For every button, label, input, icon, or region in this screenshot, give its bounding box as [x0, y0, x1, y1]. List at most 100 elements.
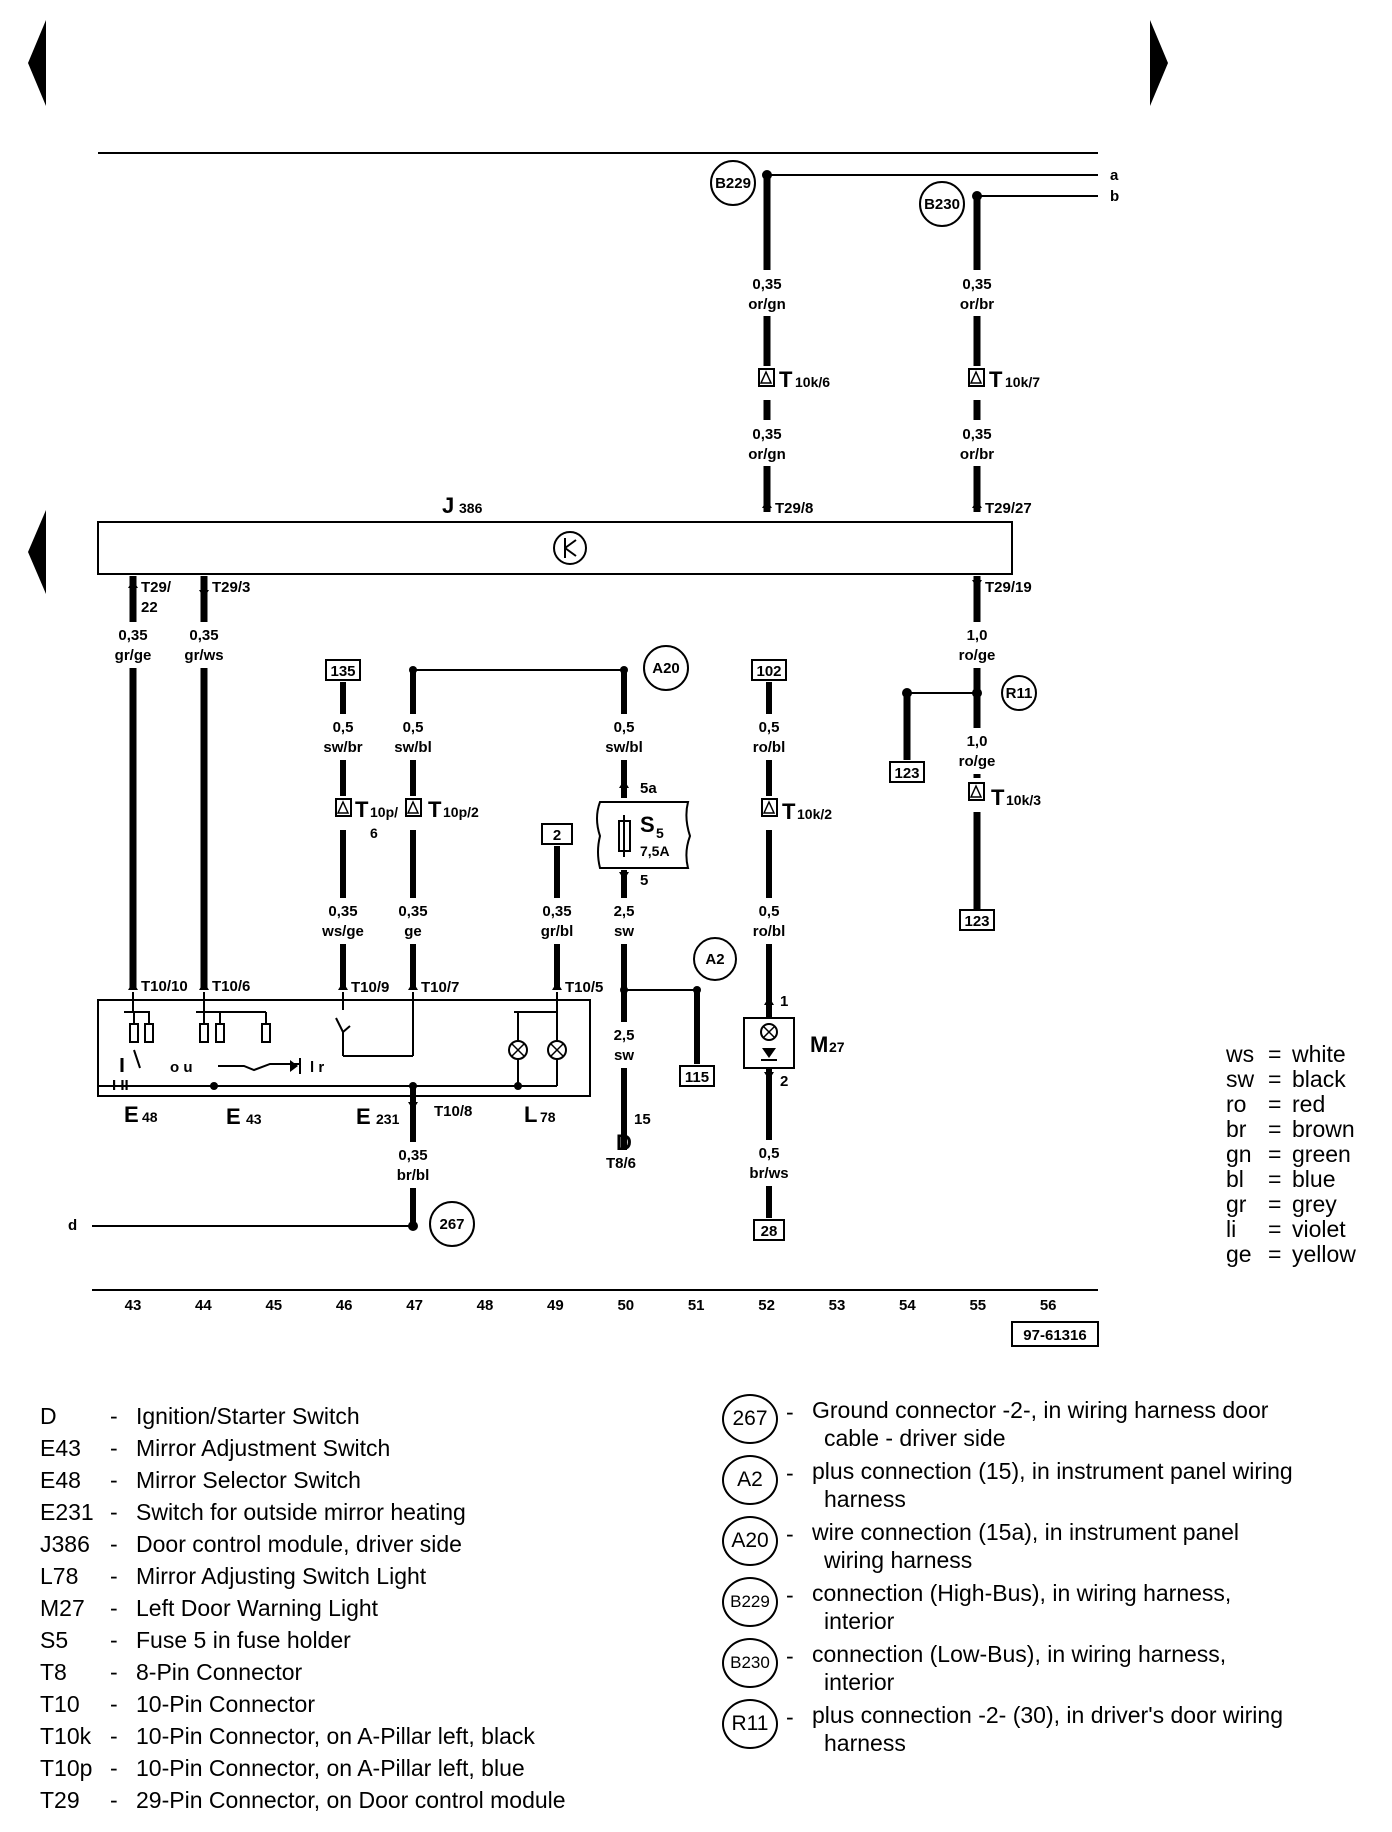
column-number: 48: [477, 1297, 494, 1314]
connector-t8-6: T8/6: [606, 1155, 636, 1172]
color-abbr: sw: [1226, 1066, 1255, 1092]
page-next-arrow-icon[interactable]: [1150, 20, 1168, 106]
equals-sign: =: [1268, 1216, 1282, 1242]
connector-t10-9: T10/9: [351, 979, 389, 996]
color-key-row: sw = black: [1226, 1067, 1356, 1092]
color-abbr: gn: [1226, 1141, 1252, 1167]
key-dash: -: [786, 1704, 794, 1730]
key-row: L78-Mirror Adjusting Switch Light: [40, 1562, 426, 1590]
key-row: J386-Door control module, driver side: [40, 1530, 462, 1558]
equals-sign: =: [1268, 1066, 1282, 1092]
page-prev-arrow-icon[interactable]: [28, 20, 46, 106]
connector-t29-22: T29/: [141, 579, 172, 596]
equals-sign: =: [1268, 1041, 1282, 1067]
j386-sub: 386: [459, 500, 483, 516]
ref-box-28-label: 28: [761, 1223, 778, 1240]
key-badge: B229: [722, 1577, 778, 1627]
key-row: S5-Fuse 5 in fuse holder: [40, 1626, 351, 1654]
column-number: 52: [758, 1297, 775, 1314]
key-dash: -: [110, 1531, 118, 1557]
ref-box-123-b: [959, 909, 995, 931]
key-text: Ground connector -2-, in wiring harness …: [812, 1397, 1269, 1423]
continuation-left-arrow-icon[interactable]: [28, 510, 46, 594]
transistor-icon: [553, 531, 587, 565]
ref-box-115-label: 115: [685, 1069, 709, 1086]
wire-gauge: 0,35: [962, 276, 991, 293]
color-key-row: ws=white: [1226, 1042, 1356, 1067]
wire-gauge: 0,5: [333, 719, 354, 736]
connector-t10-7: T10/7: [421, 979, 459, 996]
ref-box-115: [679, 1065, 715, 1087]
ref-box-123-b-label: 123: [964, 913, 989, 930]
key-dash: -: [786, 1460, 794, 1486]
key-row: connection (Low-Bus), in wiring harness,…: [812, 1640, 1226, 1696]
resistor-icon: [199, 1023, 209, 1043]
key-row: Ground connector -2-, in wiring harness …: [812, 1396, 1268, 1452]
e43-label: E: [226, 1104, 241, 1129]
key-code: J386: [40, 1531, 90, 1557]
key-badge: A2: [722, 1455, 778, 1505]
wire-color: gr/bl: [541, 923, 574, 940]
connector-t10p2: T: [428, 797, 442, 822]
wire-color: sw/bl: [394, 739, 432, 756]
key-row: E43-Mirror Adjustment Switch: [40, 1434, 390, 1462]
line-d-label: d: [68, 1217, 77, 1234]
l78-sub: 78: [540, 1109, 556, 1125]
color-name: grey: [1292, 1191, 1337, 1217]
key-dash: -: [110, 1403, 118, 1429]
column-number: 54: [899, 1297, 916, 1314]
ignition-switch-d: D: [616, 1130, 632, 1155]
connector-t10k3-pin: 10k/3: [1006, 792, 1041, 808]
column-number: 44: [195, 1297, 212, 1314]
connector-t29-22-pin: 22: [141, 599, 158, 616]
pin-2: 2: [780, 1073, 788, 1090]
wire-color: br/bl: [397, 1167, 430, 1184]
arrow-icon: [762, 500, 772, 508]
connector-t10-6: T10/6: [212, 978, 250, 995]
wire-color: ws/ge: [321, 923, 364, 940]
column-number: 53: [829, 1297, 846, 1314]
pin-1: 1: [780, 993, 788, 1010]
key-badge: A20: [722, 1516, 778, 1566]
color-abbr: br: [1226, 1116, 1247, 1142]
wire-color: ro/ge: [959, 753, 996, 770]
ref-box-135: [325, 659, 361, 681]
key-code: E43: [40, 1435, 81, 1461]
connector-t10-8: T10/8: [434, 1103, 472, 1120]
key-row: T10p-10-Pin Connector, on A-Pillar left,…: [40, 1754, 525, 1782]
column-number: 56: [1040, 1297, 1057, 1314]
key-code: D: [40, 1403, 57, 1429]
circle-267: [429, 1201, 475, 1247]
key-code: T10k: [40, 1723, 92, 1749]
key-row: E231-Switch for outside mirror heating: [40, 1498, 466, 1526]
color-name: black: [1292, 1066, 1346, 1092]
e43-sub: 43: [246, 1111, 262, 1127]
pin-5: 5: [640, 872, 648, 889]
connector-t10-10: T10/10: [141, 978, 188, 995]
ref-box-102-label: 102: [756, 663, 781, 680]
connector-t10p6-pin2: 6: [370, 825, 378, 841]
key-text: Mirror Adjustment Switch: [136, 1435, 391, 1461]
connector-t10k2-pin: 10k/2: [797, 806, 832, 822]
wire-gauge: 0,5: [759, 903, 780, 920]
key-row: plus connection -2- (30), in driver's do…: [812, 1701, 1283, 1757]
wire-gauge: 0,5: [759, 719, 780, 736]
column-number: 46: [336, 1297, 353, 1314]
circle-b229-label: B229: [715, 175, 751, 192]
column-number: 50: [617, 1297, 634, 1314]
wire-gauge: 0,35: [189, 627, 218, 644]
color-abbr: ws: [1226, 1041, 1255, 1067]
circle-a2: [693, 937, 737, 981]
fuse-s5-rating: 7,5A: [640, 843, 670, 859]
circle-r11: [1001, 675, 1037, 711]
color-key-row: bl=blue: [1226, 1167, 1356, 1192]
connector-t10k6-pin: 10k/6: [795, 374, 830, 390]
key-code: E231: [40, 1499, 94, 1525]
column-number: 45: [265, 1297, 282, 1314]
key-dash: -: [110, 1563, 118, 1589]
resistor-icon: [261, 1023, 271, 1043]
key-dash: -: [110, 1659, 118, 1685]
key-text: Mirror Adjusting Switch Light: [136, 1563, 427, 1589]
